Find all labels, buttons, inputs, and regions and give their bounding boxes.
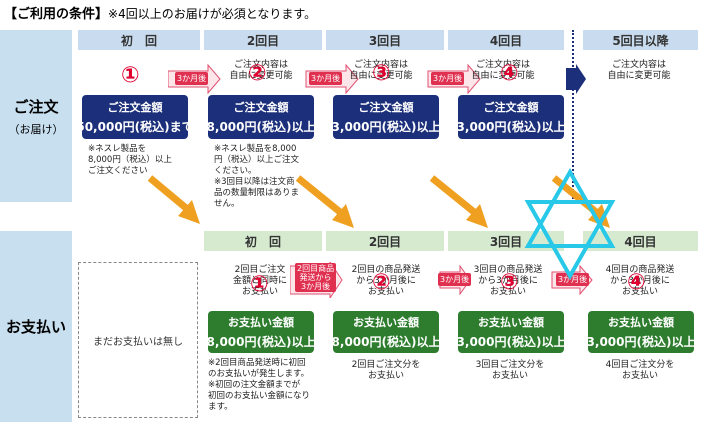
- row-header-payment: お支払い: [0, 231, 72, 422]
- change-note-4: ご注文内容は 自由に変更可能: [471, 60, 535, 81]
- order-note-1: ※ネスレ製品を 8,000円（税込）以上 ご注文ください: [88, 144, 172, 176]
- interval-label-2: 3か月後: [309, 72, 343, 85]
- pay-circle-3: ③: [500, 270, 519, 295]
- divider-dotted: [572, 30, 574, 202]
- payment-top-3: 3回目の商品発送 から3か月後に お支払い: [473, 265, 543, 297]
- star-overlay: [524, 168, 616, 280]
- payment-top-2: 2回目の商品発送 から3か月後に お支払い: [351, 265, 421, 297]
- pay-circle-1: ①: [250, 272, 269, 297]
- payment-col-2: 2回目: [326, 231, 444, 251]
- payment-interval-label: 2回目商品 発送から 3か月後: [295, 263, 337, 292]
- change-note-5: ご注文内容は 自由に変更可能: [607, 60, 671, 81]
- row-payment-main: お支払い: [5, 318, 66, 336]
- payment-note-1: ※2回目商品発送時に初回 のお支払いが発生します。 ※初回の注文金額までが 初回…: [208, 358, 311, 412]
- pay-circle-2: ②: [372, 270, 391, 295]
- order-col-1: 初 回: [78, 30, 200, 50]
- interval-label-3: 3か月後: [431, 72, 465, 85]
- circle-4: ④: [500, 61, 519, 86]
- circle-3: ③: [372, 61, 391, 86]
- interval-label-1: 3か月後: [175, 72, 209, 85]
- payment-note-4: 4回目ご注文分を お支払い: [605, 360, 675, 381]
- change-note-2: ご注文内容は 自由に変更可能: [229, 60, 293, 81]
- row-order-main: ご注文: [13, 97, 59, 116]
- payment-interval-2: 3か月後: [438, 273, 472, 286]
- order-col-2: 2回目: [204, 30, 322, 50]
- payment-top-1: 2回目ご注文 金額と同時に お支払い: [232, 265, 287, 297]
- payment-top-4: 4回目の商品発送 から3か月後に お支払い: [605, 265, 675, 297]
- order-note-2: ※ネスレ製品を8,000 円（税込）以上ご注文 ください。 ※3回目以降は注文商…: [214, 144, 300, 209]
- payment-interval-3: 3か月後: [556, 273, 590, 286]
- circle-2: ②: [248, 61, 267, 86]
- no-payment-box: まだお支払いは無し: [78, 262, 198, 418]
- circle-1: ①: [121, 63, 140, 88]
- change-note-3: ご注文内容は 自由に変更可能: [349, 60, 413, 81]
- order-col-4: 4回目: [448, 30, 564, 50]
- payment-col-1: 初 回: [204, 231, 322, 251]
- row-order-sub: （お届け）: [8, 122, 64, 136]
- order-col-3: 3回目: [326, 30, 444, 50]
- arrow-to-5th: [566, 64, 586, 94]
- payment-note-3: 3回目ご注文分を お支払い: [475, 360, 545, 381]
- row-header-order: ご注文 （お届け）: [0, 30, 72, 202]
- pay-circle-4: ④: [627, 270, 646, 295]
- payment-note-2: 2回目ご注文分を お支払い: [351, 360, 421, 381]
- conditions-title: 【ご利用の条件】※4回以上のお届けが必須となります。: [4, 7, 317, 22]
- order-col-5: 5回目以降: [583, 30, 698, 50]
